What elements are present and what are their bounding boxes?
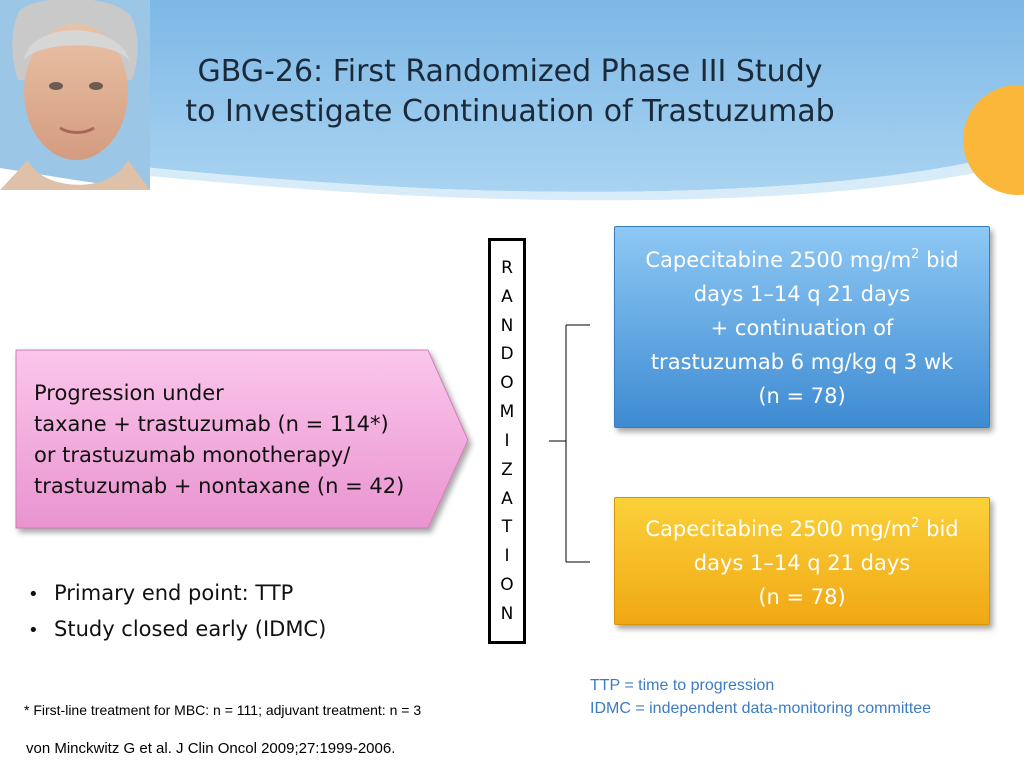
abbreviation-item: IDMC = independent data-monitoring commi… bbox=[590, 700, 932, 717]
randomization-letter: R bbox=[501, 257, 513, 278]
arm-schedule-line: days 1–14 q 21 days bbox=[693, 282, 911, 306]
treatment-arm-trastuzumab: Capecitabine 2500 mg/m2 bid days 1–14 q … bbox=[614, 226, 990, 428]
bullet-dot-icon: • bbox=[28, 620, 39, 641]
arm-trastuzumab-line: trastuzumab 6 mg/kg q 3 wk bbox=[650, 350, 954, 374]
randomization-letter: N bbox=[500, 603, 514, 624]
randomization-letter: I bbox=[504, 430, 510, 451]
arm-dose-line: Capecitabine 2500 mg/m2 bid bbox=[645, 247, 959, 272]
bullet-item: •Primary end point: TTP bbox=[28, 576, 326, 612]
bullet-list: •Primary end point: TTP •Study closed ea… bbox=[28, 576, 326, 648]
entry-population-text: Progression under taxane + trastuzumab (… bbox=[34, 378, 434, 502]
portrait-photo bbox=[0, 0, 150, 190]
arm-n-line: (n = 78) bbox=[758, 384, 846, 408]
footnote: * First-line treatment for MBC: n = 111;… bbox=[24, 702, 422, 718]
entry-line: trastuzumab + nontaxane (n = 42) bbox=[34, 474, 405, 498]
entry-line: or trastuzumab monotherapy/ bbox=[34, 443, 351, 467]
arm-schedule-line: days 1–14 q 21 days bbox=[693, 551, 911, 575]
randomization-letter: O bbox=[500, 373, 514, 394]
bullet-item: •Study closed early (IDMC) bbox=[28, 612, 326, 648]
header-wave bbox=[0, 0, 1024, 192]
title-line-1: GBG-26: First Randomized Phase III Study bbox=[197, 54, 823, 89]
title-line-2: to Investigate Continuation of Trastuzum… bbox=[185, 94, 835, 129]
bracket-connector bbox=[549, 324, 590, 563]
abbreviation-list: TTP = time to progression IDMC = indepen… bbox=[590, 674, 931, 720]
randomization-box: R A N D O M I Z A T I O N bbox=[488, 238, 526, 644]
randomization-letter: T bbox=[501, 517, 513, 538]
entry-arrow-shape bbox=[15, 349, 469, 529]
treatment-arm-capecitabine: Capecitabine 2500 mg/m2 bid days 1–14 q … bbox=[614, 497, 990, 625]
randomization-letter: D bbox=[500, 344, 514, 365]
header-banner bbox=[0, 0, 1024, 201]
citation: von Minckwitz G et al. J Clin Oncol 2009… bbox=[26, 740, 396, 757]
randomization-letter: N bbox=[500, 315, 514, 336]
accent-circle bbox=[963, 85, 1024, 195]
randomization-letter: Z bbox=[501, 459, 513, 480]
randomization-letter: O bbox=[500, 575, 514, 596]
entry-line: Progression under bbox=[34, 381, 224, 405]
abbreviation-item: TTP = time to progression bbox=[590, 677, 775, 694]
arm-dose-line: Capecitabine 2500 mg/m2 bid bbox=[645, 516, 959, 541]
randomization-letter: M bbox=[499, 402, 515, 423]
arm-continuation-line: + continuation of bbox=[710, 316, 894, 340]
bullet-dot-icon: • bbox=[28, 584, 39, 605]
arm-n-line: (n = 78) bbox=[758, 585, 846, 609]
randomization-letter: A bbox=[501, 286, 513, 307]
slide-title: GBG-26: First Randomized Phase III Study… bbox=[130, 52, 890, 132]
randomization-letter: I bbox=[504, 546, 510, 567]
randomization-letter: A bbox=[501, 488, 513, 509]
entry-line: taxane + trastuzumab (n = 114*) bbox=[34, 412, 389, 436]
